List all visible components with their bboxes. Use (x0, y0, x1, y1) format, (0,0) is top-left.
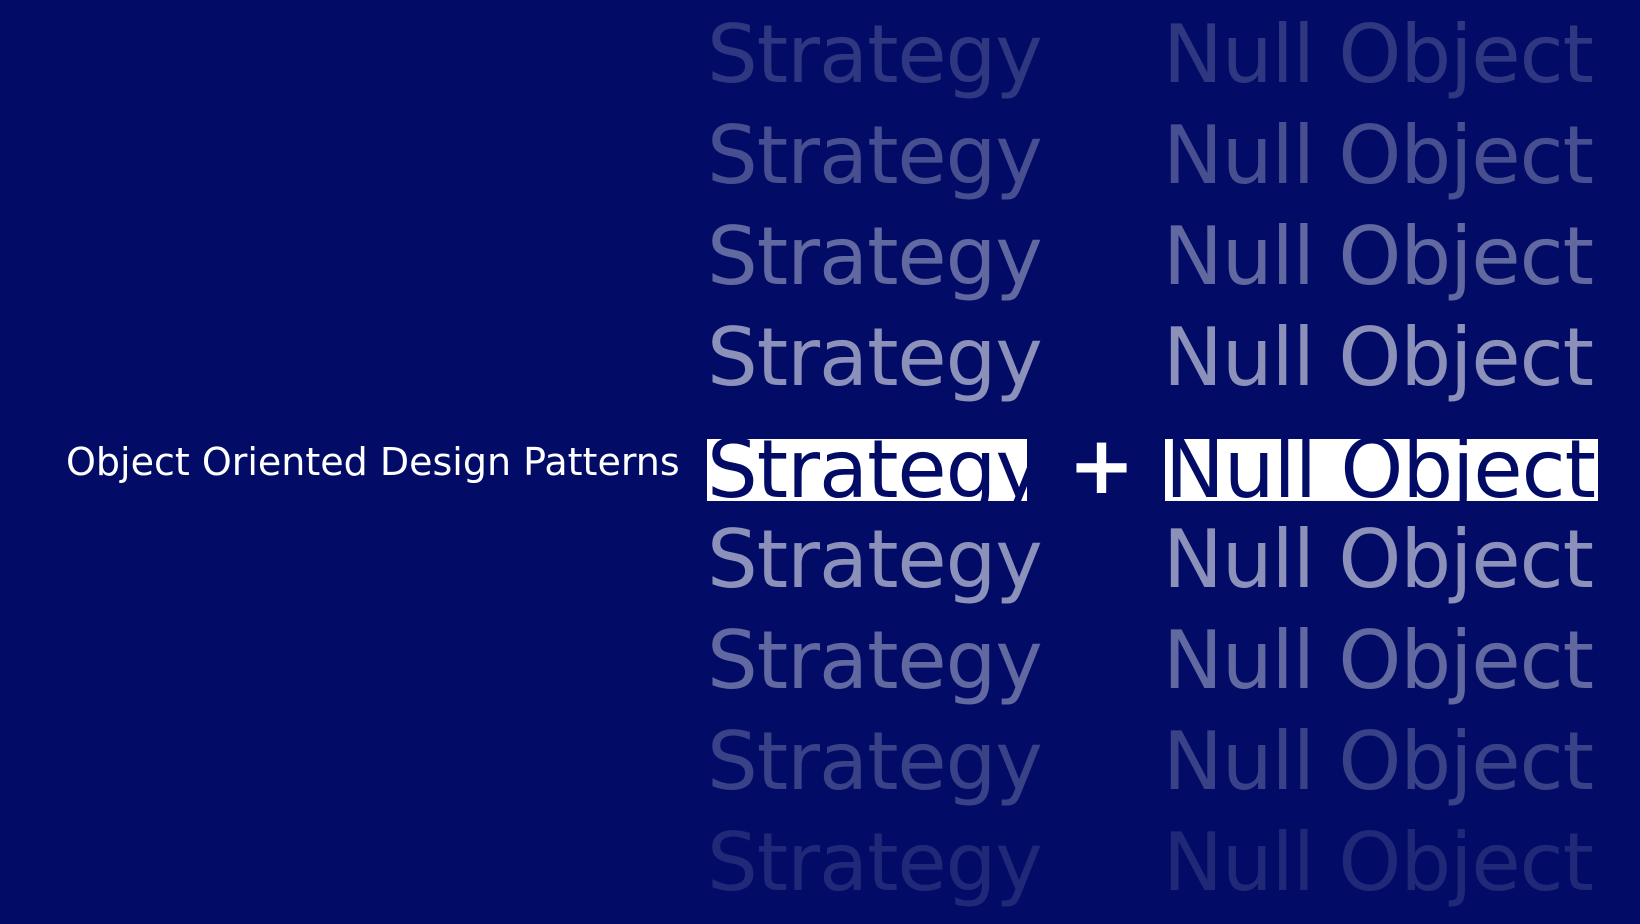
subtitle: Object Oriented Design Patterns (66, 440, 680, 484)
strategy-word: Strategy (707, 816, 1043, 909)
null-object-word: Null Object (1163, 210, 1594, 303)
strategy-word: Strategy (707, 513, 1043, 606)
null-object-word: Null Object (1163, 816, 1594, 909)
null-object-word: Null Object (1163, 614, 1594, 707)
null-object-word: Null Object (1163, 109, 1594, 202)
null-object-word: Null Object (1163, 715, 1594, 808)
null-object-word: Null Object (1163, 513, 1594, 606)
plus-operator: + (1068, 419, 1136, 512)
null-object-word: Null Object (1163, 311, 1594, 404)
strategy-word: Strategy (707, 715, 1043, 808)
strategy-word: Strategy (707, 210, 1043, 303)
null-object-word: Null Object (1165, 439, 1598, 501)
strategy-word: Strategy (707, 439, 1027, 501)
strategy-word: Strategy (707, 109, 1043, 202)
strategy-word: Strategy (707, 311, 1043, 404)
strategy-word: Strategy (707, 8, 1043, 101)
strategy-word: Strategy (707, 614, 1043, 707)
null-object-word: Null Object (1163, 8, 1594, 101)
